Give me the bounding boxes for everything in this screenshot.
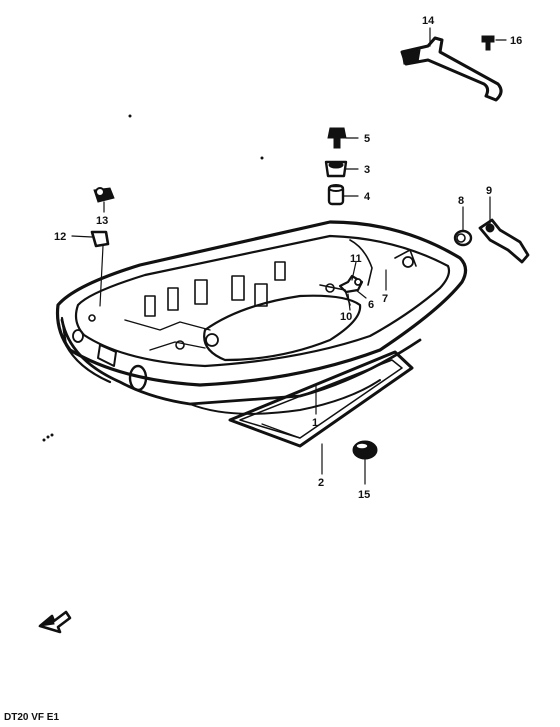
lower-cover-pan [55,220,468,415]
lever-part [478,218,530,264]
linkage-part [338,274,364,294]
callout-7: 7 [382,293,388,305]
small-bolt-part [481,35,495,51]
collar-part [327,184,345,206]
callout-4: 4 [364,191,371,203]
leader-lines [71,27,507,485]
grommet-part [324,160,348,178]
callout-3: 3 [364,164,370,176]
screw-part [93,187,115,203]
bottom-plate [228,350,414,448]
callout-8: 8 [458,195,464,207]
callout-5: 5 [364,133,370,145]
cap-part [352,440,378,460]
callout-15: 15 [358,489,370,501]
plug-part [453,229,473,247]
callout-2: 2 [318,477,324,489]
bolt-part [327,127,347,149]
callout-9: 9 [486,185,492,197]
callout-14: 14 [422,15,435,27]
callout-13: 13 [96,215,108,227]
callout-6: 6 [368,299,374,311]
callout-11: 11 [350,253,362,265]
callout-16: 16 [510,35,522,47]
callout-10: 10 [340,311,352,323]
clip-part [90,230,110,248]
handle-part [400,36,503,102]
arrow-icon [38,610,72,634]
callout-1: 1 [312,417,318,429]
callout-12: 12 [54,231,66,243]
print-specks [42,114,264,442]
model-code-label: DT20 VF E1 [4,712,59,723]
